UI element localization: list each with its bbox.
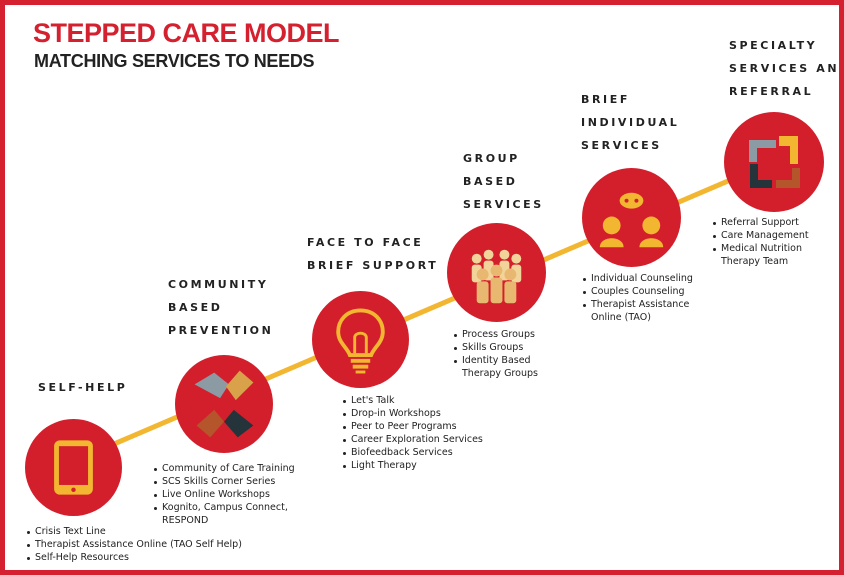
list-item: Live Online Workshops bbox=[152, 488, 295, 501]
list-item: Medical Nutrition Therapy Team bbox=[711, 242, 809, 268]
step-circle-face-to-face-brief-support bbox=[312, 291, 409, 388]
tablet-icon bbox=[54, 440, 93, 495]
list-item: Community of Care Training bbox=[152, 462, 295, 475]
list-item: Peer to Peer Programs bbox=[341, 420, 483, 433]
list-item: Therapist Assistance Online (TAO) bbox=[581, 298, 693, 324]
list-item: Referral Support bbox=[711, 216, 809, 229]
list-item: Couples Counseling bbox=[581, 285, 693, 298]
step-title-group-based-services: GROUP BASED SERVICES bbox=[463, 152, 544, 211]
list-item: Care Management bbox=[711, 229, 809, 242]
step-circle-group-based-services bbox=[447, 223, 546, 322]
list-item: Process Groups bbox=[452, 328, 538, 341]
joined-hands-icon bbox=[194, 370, 254, 438]
step-circle-self-help bbox=[25, 419, 122, 516]
step-circle-community-based-prevention bbox=[175, 355, 273, 453]
list-item: Skills Groups bbox=[452, 341, 538, 354]
step-items-face-to-face-brief-support: Let's Talk Drop-in Workshops Peer to Pee… bbox=[341, 394, 483, 472]
list-item: Kognito, Campus Connect, RESPOND bbox=[152, 501, 295, 527]
step-title-face-to-face-brief-support: FACE TO FACE BRIEF SUPPORT bbox=[307, 236, 439, 272]
step-items-specialty-services-and-referral: Referral Support Care Management Medical… bbox=[711, 216, 809, 268]
group-people-icon bbox=[471, 249, 522, 304]
lightbulb-icon bbox=[336, 308, 385, 374]
list-item: Individual Counseling bbox=[581, 272, 693, 285]
step-items-brief-individual-services: Individual Counseling Couples Counseling… bbox=[581, 272, 693, 324]
step-items-group-based-services: Process Groups Skills Groups Identity Ba… bbox=[452, 328, 538, 380]
interlocking-arms-icon bbox=[749, 136, 800, 188]
step-circle-specialty-services-and-referral bbox=[724, 112, 824, 212]
list-item: Crisis Text Line bbox=[25, 525, 242, 538]
step-title-specialty-services-and-referral: SPECIALTY SERVICES AND REFERRAL bbox=[729, 39, 840, 98]
list-item: Biofeedback Services bbox=[341, 446, 483, 459]
conversation-icon bbox=[599, 192, 664, 248]
step-title-brief-individual-services: BRIEF INDIVIDUAL SERVICES bbox=[581, 93, 680, 152]
list-item: Identity Based Therapy Groups bbox=[452, 354, 538, 380]
step-title-self-help: SELF-HELP bbox=[38, 381, 128, 394]
step-circle-brief-individual-services bbox=[582, 168, 681, 267]
list-item: Drop-in Workshops bbox=[341, 407, 483, 420]
step-items-self-help: Crisis Text Line Therapist Assistance On… bbox=[25, 525, 242, 564]
list-item: Light Therapy bbox=[341, 459, 483, 472]
step-title-community-based-prevention: COMMUNITY BASED PREVENTION bbox=[168, 278, 274, 337]
page-subtitle: MATCHING SERVICES TO NEEDS bbox=[34, 51, 315, 71]
step-items-community-based-prevention: Community of Care Training SCS Skills Co… bbox=[152, 462, 295, 527]
list-item: Therapist Assistance Online (TAO Self He… bbox=[25, 538, 242, 551]
progression-path bbox=[62, 160, 773, 468]
list-item: Self-Help Resources bbox=[25, 551, 242, 564]
list-item: Let's Talk bbox=[341, 394, 483, 407]
page-title: STEPPED CARE MODEL bbox=[33, 18, 340, 48]
list-item: SCS Skills Corner Series bbox=[152, 475, 295, 488]
list-item: Career Exploration Services bbox=[341, 433, 483, 446]
